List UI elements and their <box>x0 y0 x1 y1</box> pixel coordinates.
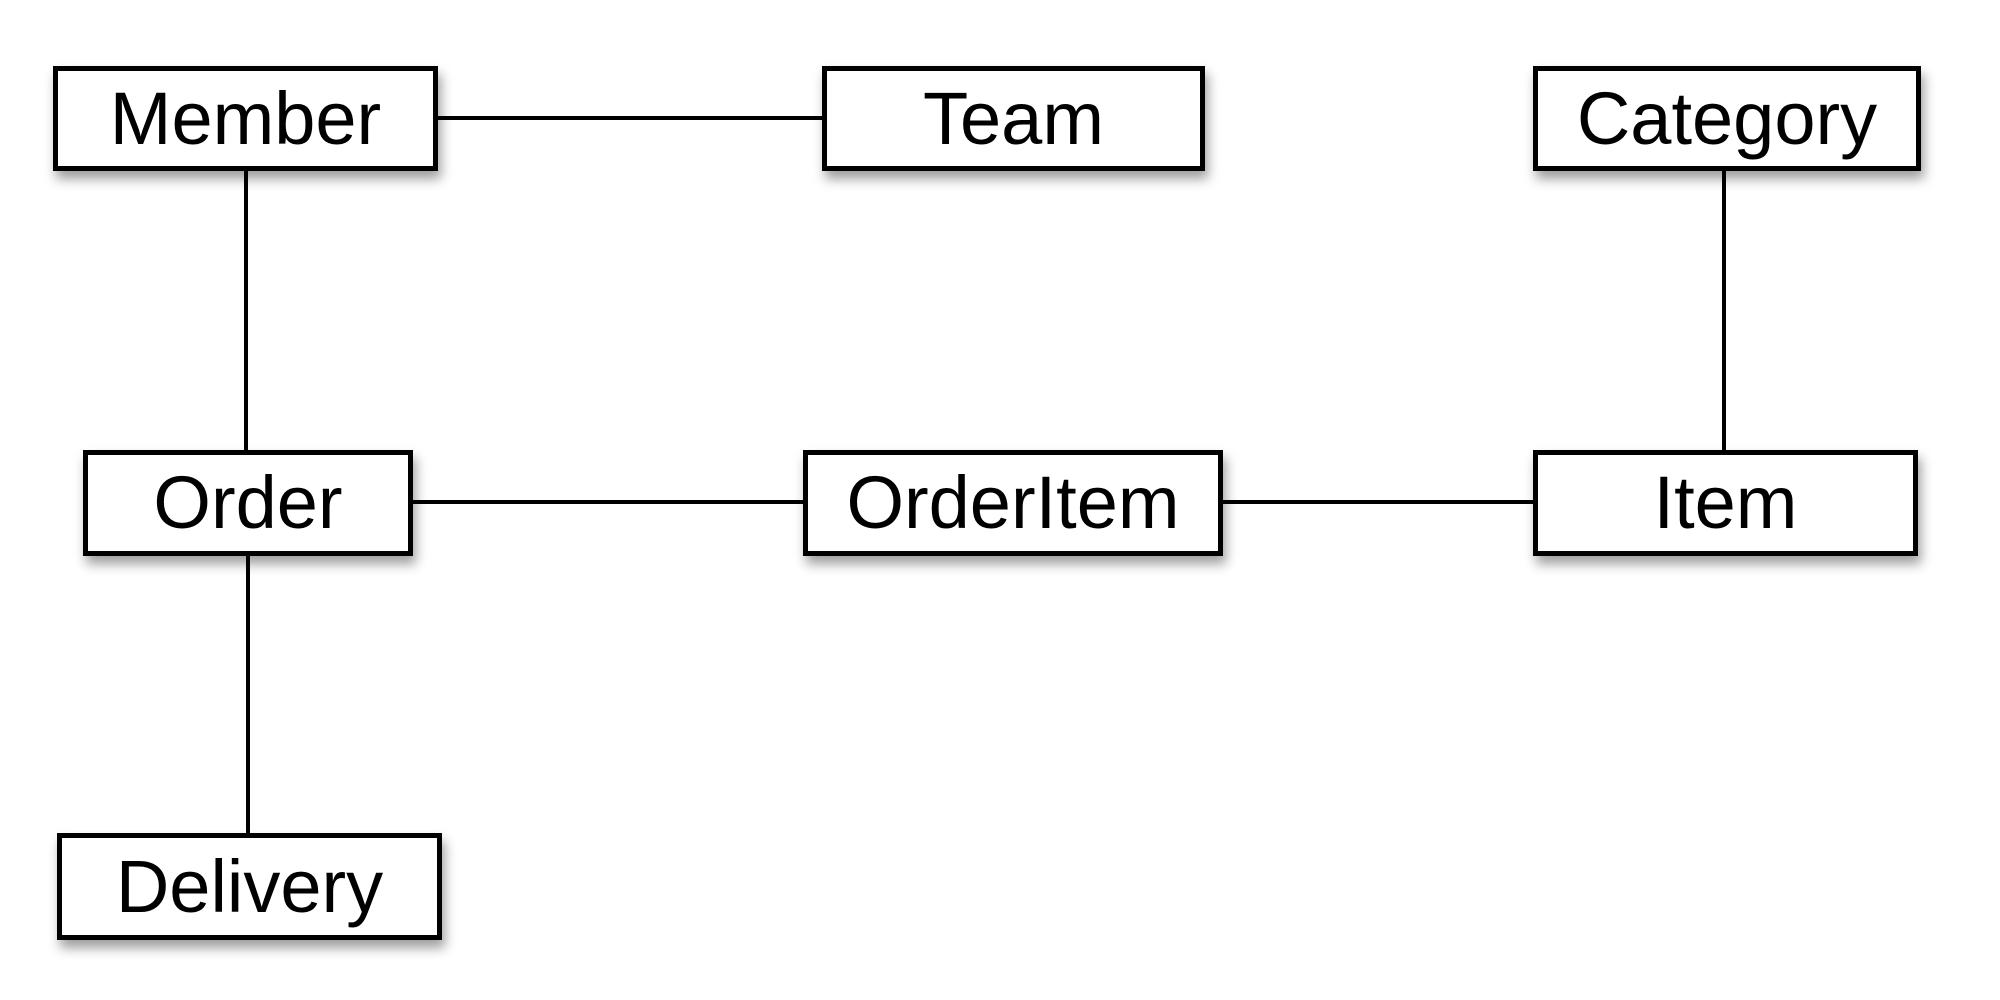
edge-order-orderitem <box>413 500 803 504</box>
entity-label-item: Item <box>1653 461 1798 544</box>
entity-label-orderitem: OrderItem <box>846 461 1180 544</box>
entity-box-item: Item <box>1533 450 1918 556</box>
edge-category-item <box>1722 171 1726 450</box>
entity-label-order: Order <box>153 461 343 544</box>
entity-label-team: Team <box>923 76 1104 160</box>
entity-label-category: Category <box>1576 76 1878 160</box>
edge-member-order <box>244 171 248 450</box>
entity-box-delivery: Delivery <box>57 833 442 940</box>
edge-orderitem-item <box>1223 500 1533 504</box>
entity-box-orderitem: OrderItem <box>803 450 1223 556</box>
edge-order-delivery <box>246 556 250 833</box>
entity-box-team: Team <box>822 66 1205 171</box>
entity-box-order: Order <box>83 450 413 556</box>
entity-box-member: Member <box>53 66 438 171</box>
edge-member-team <box>438 116 822 120</box>
entity-box-category: Category <box>1533 66 1921 171</box>
entity-label-delivery: Delivery <box>115 844 384 928</box>
entity-label-member: Member <box>109 76 382 160</box>
